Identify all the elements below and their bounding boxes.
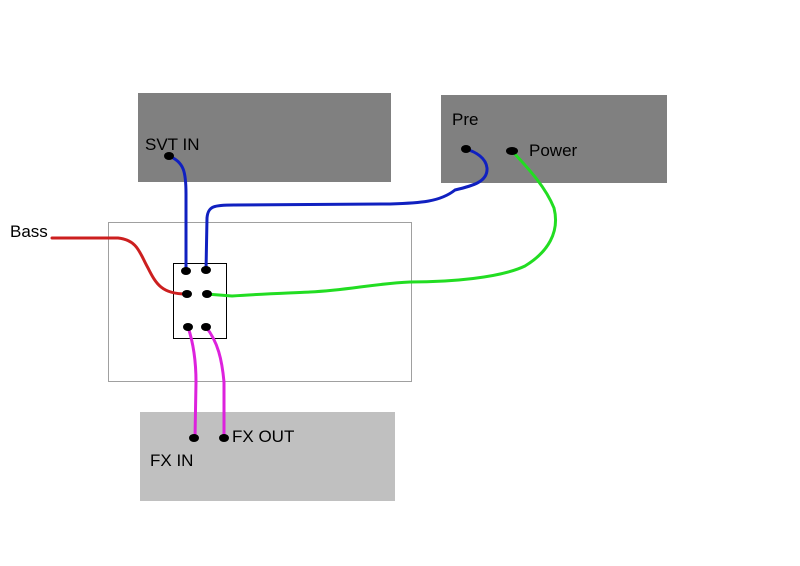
- pre-power-amp-box: [441, 95, 667, 183]
- switch-enclosure: [108, 222, 412, 382]
- fx-in-wire: [186, 325, 198, 440]
- switch-terminal-bottom-right: [201, 323, 211, 331]
- fx-in-jack: [189, 434, 199, 442]
- switch-terminal-mid-left: [182, 290, 192, 298]
- pre-wire: [204, 147, 489, 273]
- fx-out-jack: [219, 434, 229, 442]
- switch-terminal-top-left: [181, 267, 191, 275]
- power-wire: [204, 149, 557, 298]
- pre-label: Pre: [452, 110, 478, 129]
- switch-terminal-mid-right: [202, 290, 212, 298]
- bass-label: Bass: [10, 222, 48, 241]
- power-jack: [506, 147, 518, 155]
- pre-jack: [461, 145, 471, 153]
- fx-out-wire: [204, 325, 226, 440]
- svt-in-label: SVT IN: [145, 135, 199, 154]
- fx-unit-box: [140, 412, 395, 501]
- switch-block: [173, 263, 227, 339]
- fx-in-label: FX IN: [150, 451, 193, 470]
- svt-in-jack: [164, 152, 174, 160]
- switch-terminal-top-right: [201, 266, 211, 274]
- bass-wire: [50, 236, 188, 296]
- svt-amp-box: [138, 93, 391, 182]
- switch-terminal-bottom-left: [183, 323, 193, 331]
- power-label: Power: [529, 141, 578, 160]
- fx-out-label: FX OUT: [232, 427, 294, 446]
